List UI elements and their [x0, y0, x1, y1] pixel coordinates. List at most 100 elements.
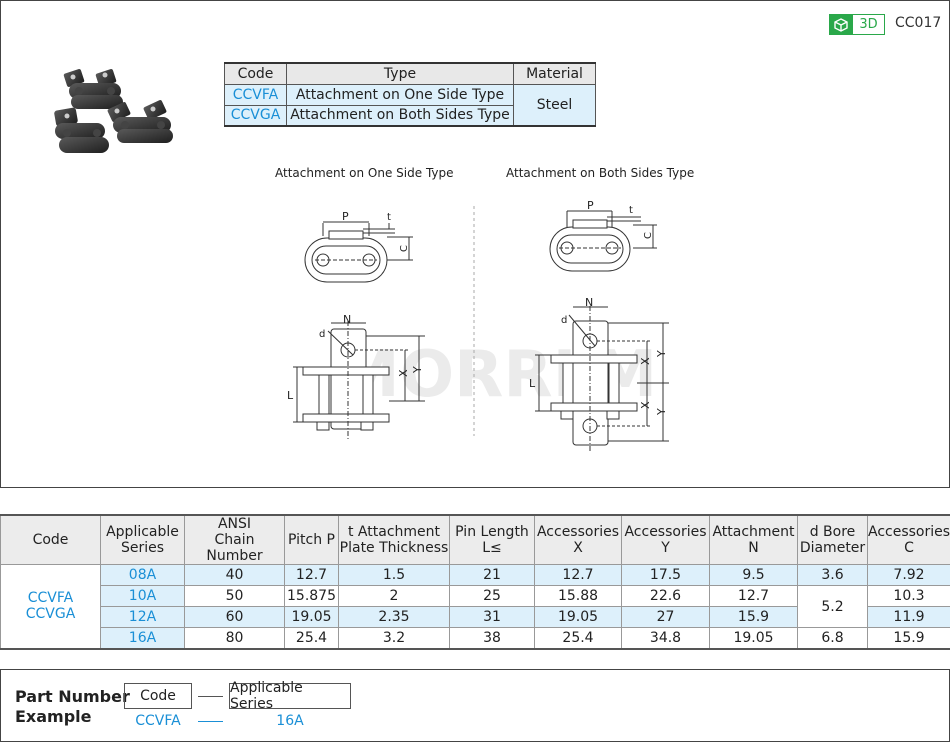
both-sides-side-view: [535, 306, 669, 451]
part-number-example-panel: Part Number Example Code Applicable Seri…: [0, 669, 950, 742]
series-cell[interactable]: 08A: [100, 564, 185, 586]
code-ccvfa[interactable]: CCVFA: [224, 83, 287, 106]
part-number-title-line1: Part Number: [15, 687, 130, 706]
pin-length-cell: 25: [449, 585, 535, 607]
dim-y-both-lower: Y: [655, 408, 668, 416]
dim-x-both-lower: X: [639, 401, 652, 409]
x-cell: 15.88: [534, 585, 622, 607]
x-cell: 25.4: [534, 627, 622, 650]
spec-header-code: Code: [0, 514, 101, 565]
series-cell[interactable]: 16A: [100, 627, 185, 650]
technical-drawings: MORRLM P t C: [287, 199, 669, 451]
dim-c-one: C: [399, 245, 410, 252]
caption-one-side: Attachment on One Side Type: [275, 166, 454, 180]
ansi-cell: 60: [184, 606, 285, 628]
y-cell: 34.8: [621, 627, 710, 650]
pn-series-value: 16A: [276, 713, 304, 729]
part-number-title-line2: Example: [15, 707, 92, 726]
3d-model-button[interactable]: 3D: [829, 14, 885, 35]
pin-length-cell: 38: [449, 627, 535, 650]
dim-n-one: N: [343, 313, 351, 326]
pn-separator: [198, 696, 223, 697]
pn-code-value: CCVFA: [135, 713, 181, 729]
cube-icon: [829, 14, 853, 35]
ansi-cell: 80: [184, 627, 285, 650]
dim-t-both: t: [629, 205, 633, 216]
pitch-cell: 25.4: [284, 627, 339, 650]
dim-n-both: N: [585, 296, 593, 309]
d-cell-merged: 5.2: [797, 585, 868, 628]
n-cell: 9.5: [709, 564, 798, 586]
product-overview-panel: 3D CC017: [0, 0, 950, 488]
spec-header-pitch: Pitch P: [284, 514, 339, 565]
pn-series-box: Applicable Series: [229, 680, 351, 712]
n-cell: 12.7: [709, 585, 798, 607]
dim-p-one: P: [342, 210, 349, 223]
code-ccvga[interactable]: CCVGA: [224, 104, 287, 127]
dim-l-both: L: [529, 377, 536, 390]
dim-d-both: d: [561, 315, 567, 326]
one-side-side-view: [293, 321, 425, 441]
pn-code-box: Code: [124, 683, 192, 709]
dim-l-one: L: [287, 389, 294, 402]
c-cell: 11.9: [867, 606, 950, 628]
caption-both-sides: Attachment on Both Sides Type: [506, 166, 695, 180]
pitch-cell: 12.7: [284, 564, 339, 586]
y-cell: 17.5: [621, 564, 710, 586]
dim-t-one: t: [387, 212, 391, 223]
ansi-cell: 50: [184, 585, 285, 607]
series-cell[interactable]: 12A: [100, 606, 185, 628]
ansi-cell: 40: [184, 564, 285, 586]
n-cell: 15.9: [709, 606, 798, 628]
x-cell: 19.05: [534, 606, 622, 628]
both-sides-top-view: [549, 210, 657, 272]
code-type-table: Code Type Material CCVFA Attachment on O…: [224, 62, 596, 127]
y-cell: 22.6: [621, 585, 710, 607]
n-cell: 19.05: [709, 627, 798, 650]
thickness-cell: 3.2: [338, 627, 450, 650]
table-row: 10A 50 15.875 2 25 15.88 22.6 12.7 5.2 1…: [1, 585, 950, 628]
pn-value-separator: [198, 721, 223, 722]
c-cell: 15.9: [867, 627, 950, 650]
pitch-cell: 19.05: [284, 606, 339, 628]
c-cell: 7.92: [867, 564, 950, 586]
dim-y-both-upper: Y: [655, 350, 668, 358]
dim-x-one: X: [397, 369, 410, 377]
x-cell: 12.7: [534, 564, 622, 586]
product-code: CC017: [895, 15, 942, 31]
part-number-title: Part Number Example: [15, 687, 130, 727]
thickness-cell: 2.35: [338, 606, 450, 628]
pitch-cell: 15.875: [284, 585, 339, 607]
product-photo: [54, 69, 173, 153]
d-cell: 6.8: [797, 627, 868, 650]
header-type: Type: [286, 62, 514, 85]
dim-d-one: d: [319, 329, 325, 340]
table-row: 16A 80 25.4 3.2 38 25.4 34.8 19.05 6.8 1…: [1, 627, 950, 650]
one-side-top-view: [304, 221, 413, 283]
y-cell: 27: [621, 606, 710, 628]
thickness-cell: 1.5: [338, 564, 450, 586]
dim-c-both: C: [643, 232, 654, 239]
dim-y-one: Y: [411, 366, 424, 374]
pin-length-cell: 21: [449, 564, 535, 586]
d-cell: 3.6: [797, 564, 868, 586]
material-value: Steel: [513, 83, 596, 127]
series-cell[interactable]: 10A: [100, 585, 185, 607]
pin-length-cell: 31: [449, 606, 535, 628]
header-material: Material: [513, 62, 596, 85]
c-cell: 10.3: [867, 585, 950, 607]
3d-label: 3D: [853, 14, 885, 35]
dim-p-both: P: [587, 199, 594, 212]
dim-x-both-upper: X: [639, 357, 652, 365]
